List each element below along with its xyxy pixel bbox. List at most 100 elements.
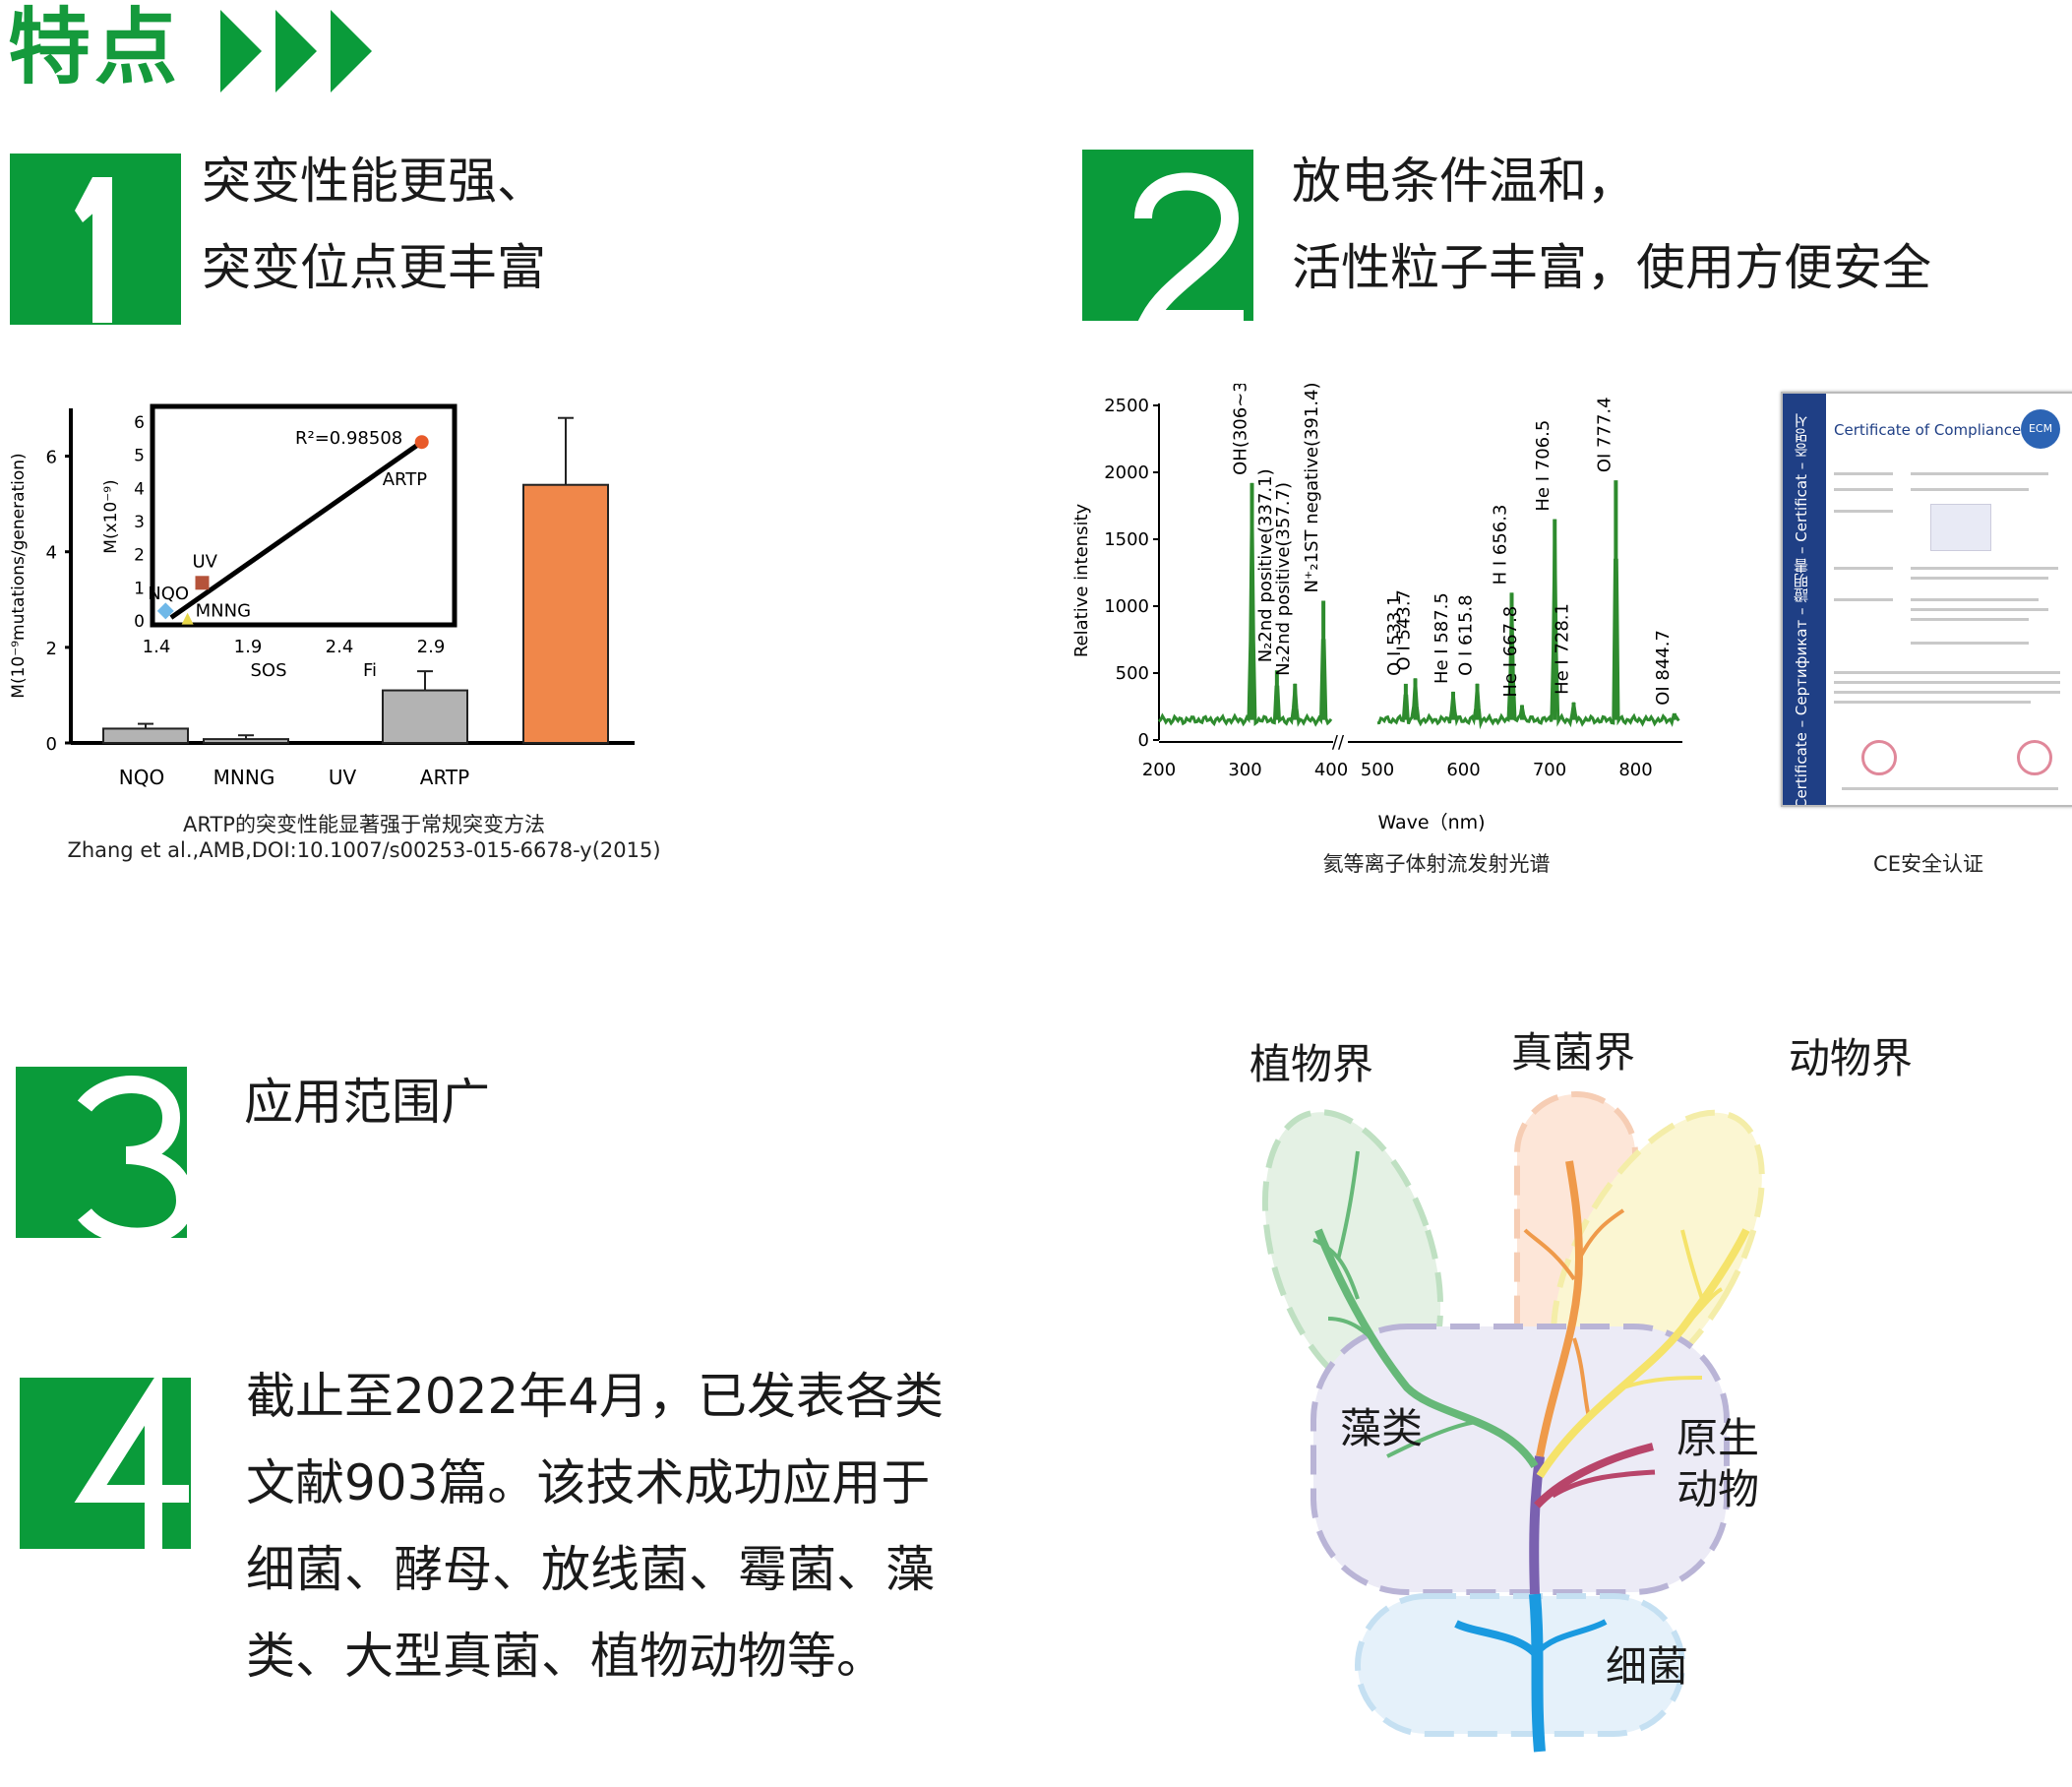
inset-r2-annotation: R²=0.98508: [295, 428, 402, 449]
number-three-glyph: [77, 1076, 195, 1246]
inset-point-label: MNNG: [196, 601, 251, 622]
protozoa-label-line-2: 动物: [1676, 1465, 1760, 1513]
bar-category-label: ARTP: [420, 766, 469, 789]
number-two-glyph: [1134, 172, 1244, 328]
spectrum-peak-label: O I 543.7: [1394, 589, 1415, 670]
feature-4-line-1: 截止至2022年4月，已发表各类: [246, 1368, 945, 1425]
inset-x-tick-label: 2.4: [326, 637, 354, 657]
bar-y-tick-label: 2: [46, 639, 57, 659]
feature-1-number-box: [10, 154, 181, 325]
protozoa-label-line-1: 原生: [1676, 1414, 1760, 1462]
algae-label: 藻类: [1340, 1404, 1424, 1452]
inset-point-nqo: [156, 602, 174, 620]
inset-x-label-sos: SOS: [250, 660, 286, 681]
feature-4-line-3: 细菌、酵母、放线菌、霉菌、藻: [246, 1541, 935, 1598]
page-title: 特点: [8, 0, 182, 95]
bar-category-label: MNNG: [213, 766, 275, 789]
inset-point-uv: [195, 576, 210, 590]
feature-4-number-box: [20, 1365, 191, 1549]
number-one-glyph: [75, 177, 112, 323]
bacteria-base-shape: [1355, 1593, 1685, 1737]
inset-y-tick-label: 3: [134, 513, 145, 532]
bar-mnng: [203, 738, 289, 745]
spectrum-y-tick-label: 2000: [1104, 462, 1149, 483]
spectrum-peak-label: He I 706.5: [1533, 420, 1554, 512]
inset-point-artp: [414, 435, 429, 450]
spectrum-line-right: [1376, 519, 1680, 730]
plant-kingdom-label: 植物界: [1249, 1040, 1374, 1088]
certificate-logo: ECM: [2021, 409, 2060, 449]
inset-y-tick-label: 6: [134, 413, 145, 433]
feature-3-line-1: 应用范围广: [244, 1074, 490, 1131]
inset-x-label-fi: Fi: [363, 660, 377, 681]
spectrum-peak-label: OI 777.4: [1594, 397, 1615, 472]
inset-x-tick-label: 1.4: [143, 637, 171, 657]
inset-y-tick-label: 0: [134, 612, 145, 632]
bar-nqo: [102, 727, 189, 744]
feature-1-line-1: 突变性能更强、: [202, 153, 546, 210]
spectrum-y-tick-label: 2500: [1104, 396, 1149, 416]
spectrum-x-tick-label: 300: [1228, 760, 1261, 780]
inset-point-label: UV: [193, 551, 218, 572]
bar-y-axis-label: M(10⁻⁹mutations/generation): [9, 453, 29, 698]
inset-point-label: ARTP: [383, 469, 428, 490]
triple-arrow-icon: [220, 10, 372, 92]
animal-kingdom-label: 动物界: [1789, 1034, 1914, 1082]
bar-artp: [522, 483, 609, 744]
spectrum-peak-label: He I 667.8: [1500, 606, 1521, 698]
spectrum-peak-label: N₂2nd positive(337.1): [1255, 468, 1276, 662]
spectrum-peak-label: He I 587.5: [1432, 592, 1452, 684]
inset-y-tick-label: 4: [134, 479, 145, 499]
bar-category-label: NQO: [119, 766, 164, 789]
spectrum-x-tick-label: 800: [1618, 760, 1652, 780]
inset-point-label: NQO: [148, 584, 189, 604]
ce-certificate-image: Certificate – Сертификат – 證明書 – Certifi…: [1781, 392, 2072, 807]
certificate-side-strip: Certificate – Сертификат – 證明書 – Certifi…: [1783, 394, 1826, 805]
inset-y-tick-label: 5: [134, 447, 145, 466]
tree-of-life-diagram: [1261, 1091, 1765, 1753]
mutation-chart-citation: Zhang et al.,AMB,DOI:10.1007/s00253-015-…: [67, 838, 661, 862]
spectrum-x-axis-label: Wave（nm): [1377, 812, 1485, 833]
bar-y-tick-label: 4: [46, 543, 57, 564]
inset-point-mnng: [181, 612, 194, 625]
feature-4-line-2: 文献903篇。该技术成功应用于: [246, 1454, 931, 1511]
certificate-strip-text: Certificate – Сертификат – 證明書 – Certifi…: [1793, 413, 1810, 807]
fungi-kingdom-label: 真菌界: [1511, 1028, 1636, 1077]
spectrum-chart-caption: 氦等离子体射流发射光谱: [1322, 852, 1551, 876]
feature-3-text: 应用范围广: [244, 1059, 490, 1145]
inset-y-tick-label: 2: [134, 546, 145, 566]
feature-1-text: 突变性能更强、 突变位点更丰富: [202, 138, 546, 311]
spectrum-peak-label: N⁺₂1ST negative(391.4): [1302, 384, 1322, 593]
inset-x-tick-label: 1.9: [234, 637, 263, 657]
bar-y-tick-label: 6: [46, 448, 57, 468]
feature-2-line-2: 活性粒子丰富，使用方便安全: [1292, 239, 1931, 296]
spectrum-y-tick-label: 1000: [1104, 596, 1149, 617]
feature-4-line-4: 类、大型真菌、植物动物等。: [246, 1628, 885, 1685]
feature-3-number-box: [16, 1067, 195, 1246]
spectrum-peak-label: OI 844.7: [1653, 630, 1674, 706]
inset-y-axis-label: M(x10⁻⁹): [101, 479, 121, 553]
spectrum-y-axis-label: Relative intensity: [1071, 503, 1092, 657]
bar-y-tick-label: 0: [46, 734, 57, 755]
feature-2-text: 放电条件温和， 活性粒子丰富，使用方便安全: [1292, 138, 1931, 311]
spectrum-peak-label: O I 533.1: [1384, 594, 1405, 675]
spectrum-x-tick-label: 600: [1446, 760, 1480, 780]
spectrum-peak-label: N₂2nd positive(357.7): [1273, 482, 1294, 676]
spectrum-peak-label: He I 728.1: [1553, 603, 1573, 695]
spectrum-x-tick-label: 200: [1142, 760, 1176, 780]
spectrum-x-tick-label: 400: [1314, 760, 1348, 780]
protist-body-shape: [1310, 1324, 1730, 1595]
certificate-caption: CE安全认证: [1873, 852, 1983, 876]
feature-2-number-box: [1082, 150, 1253, 328]
inset-x-tick-label: 2.9: [417, 637, 446, 657]
feature-2-line-1: 放电条件温和，: [1292, 153, 1636, 210]
spectrum-y-tick-label: 0: [1138, 730, 1149, 751]
spectrum-x-tick-label: 700: [1533, 760, 1566, 780]
mutation-chart-caption: ARTP的突变性能显著强于常规突变方法: [183, 813, 545, 836]
certificate-title: Certificate of Compliance: [1834, 421, 2022, 439]
spectrum-peak-label: OH(306~310): [1231, 384, 1251, 475]
feature-1-line-2: 突变位点更丰富: [202, 239, 546, 296]
spectrum-peak-label: H I 656.3: [1491, 505, 1511, 585]
